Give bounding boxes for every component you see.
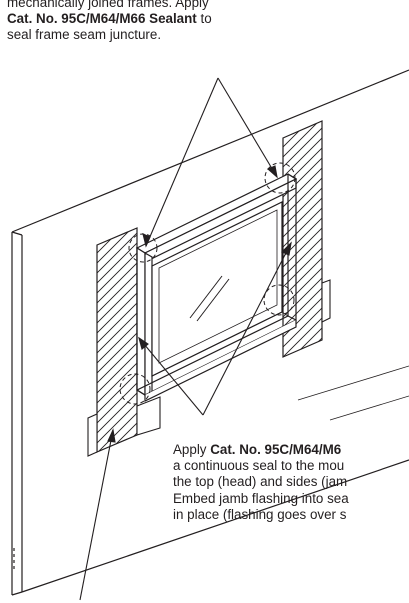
bottom-note-line-2: a continuous seal to the mou xyxy=(173,458,345,474)
wall-edge-shading xyxy=(297,365,409,421)
bottom-note-line-5: in place (flashing goes over s xyxy=(173,506,347,522)
left-jamb-flashing xyxy=(87,227,161,457)
bottom-sealant-note: Apply Cat. No. 95C/M64/M6 a continuous s… xyxy=(173,442,409,523)
bottom-note-line-3: the top (head) and sides (jam xyxy=(173,474,348,490)
window-unit xyxy=(135,173,298,402)
top-note-line-2-rest: to xyxy=(196,11,212,27)
leader-arrows xyxy=(79,77,292,601)
bottom-note-line-1: Apply Cat. No. 95C/M64/M6 xyxy=(173,442,409,458)
top-note-line-3: seal frame seam juncture. xyxy=(7,27,162,43)
bottom-note-line-1-pre: Apply xyxy=(173,442,211,457)
bottom-note-line-4: Embed jamb flashing into sea xyxy=(173,490,349,506)
top-note-line-1: mechanically joined frames. Apply xyxy=(7,0,209,10)
top-sealant-note: mechanically joined frames. Apply Cat. N… xyxy=(7,0,212,44)
top-note-line-2: Cat. No. 95C/M64/M66 Sealant to xyxy=(7,11,212,27)
wall-panel xyxy=(11,69,409,596)
sealant-callout-circles xyxy=(119,162,296,405)
right-jamb-flashing xyxy=(282,120,331,358)
bottom-note-product-name: Cat. No. 95C/M64/M6 xyxy=(210,442,342,457)
top-note-product-name: Cat. No. 95C/M64/M66 Sealant xyxy=(7,11,197,27)
